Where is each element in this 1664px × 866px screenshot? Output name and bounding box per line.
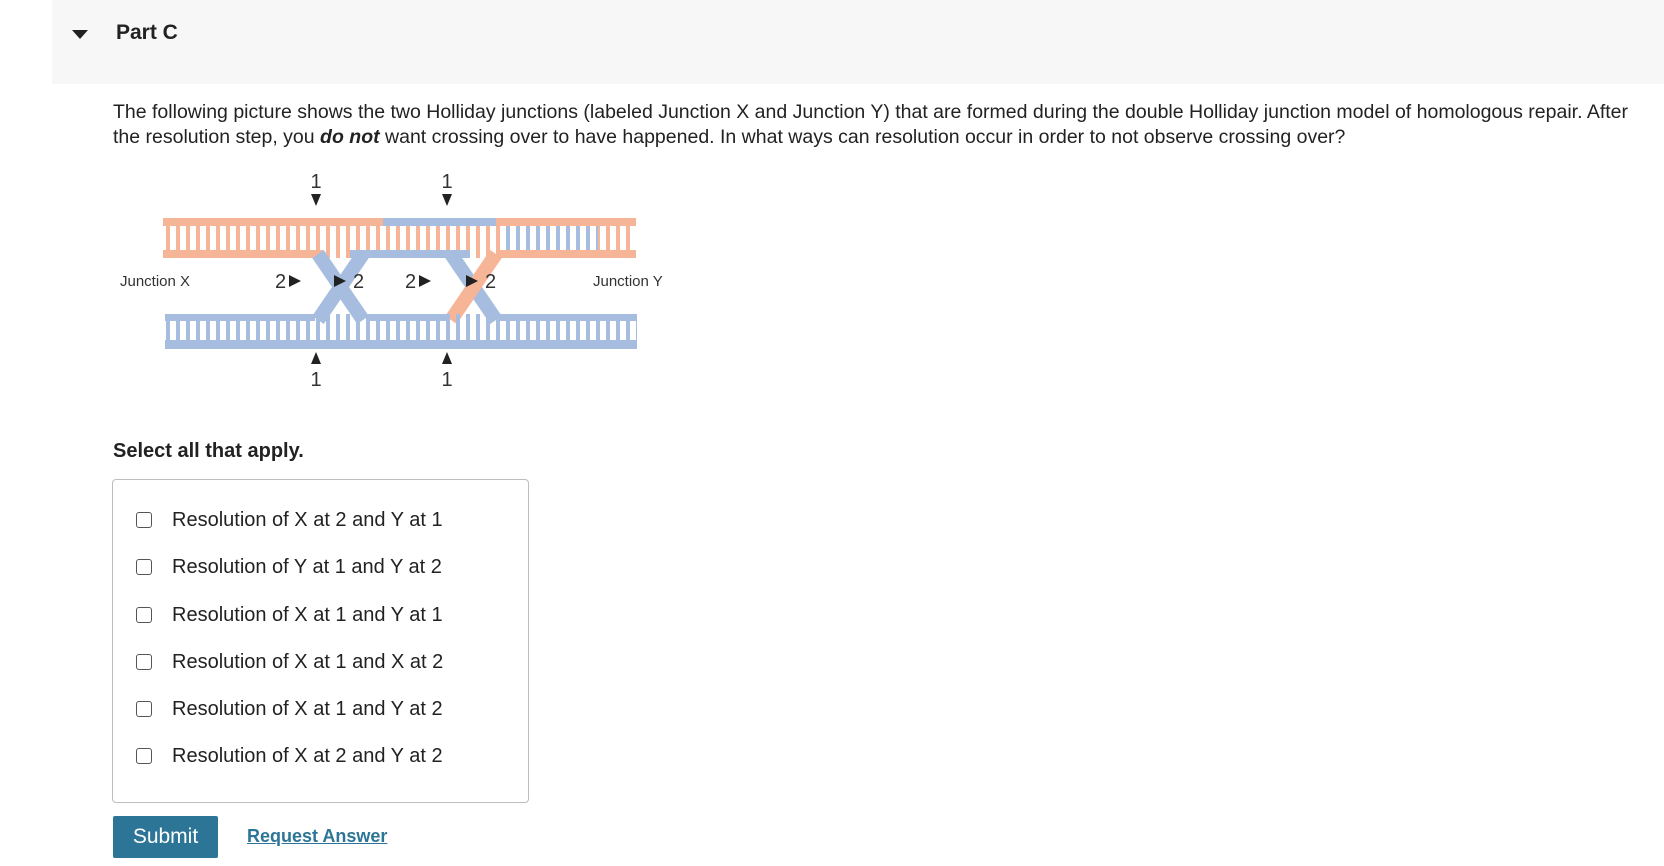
question-text: The following picture shows the two Holl… (113, 100, 1653, 150)
svg-text:2: 2 (485, 271, 496, 293)
checkbox[interactable] (136, 559, 152, 575)
site-1-bottom-y: 1 (441, 352, 453, 391)
svg-text:1: 1 (441, 171, 452, 193)
site-2-y-right: 2 (466, 271, 496, 293)
svg-text:2: 2 (353, 271, 364, 293)
option-label: Resolution of X at 1 and Y at 1 (172, 603, 443, 626)
option-label: Resolution of X at 2 and Y at 1 (172, 508, 443, 531)
option-3[interactable]: Resolution of X at 1 and Y at 1 (136, 600, 443, 630)
site-2-x-left: 2 (275, 271, 301, 293)
question-emphasis: do not (320, 126, 380, 148)
part-header: Part C (52, 0, 1664, 84)
junction-x-label: Junction X (120, 273, 190, 290)
junction-x-crossover (312, 250, 369, 324)
option-5[interactable]: Resolution of X at 1 and Y at 2 (136, 694, 443, 724)
site-2-y-left: 2 (405, 271, 431, 293)
option-label: Resolution of Y at 1 and Y at 2 (172, 555, 442, 578)
top-duplex (163, 218, 636, 258)
svg-text:1: 1 (310, 369, 321, 391)
checkbox[interactable] (136, 607, 152, 623)
question-text-before: The following picture shows the two Holl… (113, 101, 1629, 148)
question-text-after: want crossing over to have happened. In … (379, 126, 1346, 148)
bottom-duplex (165, 314, 637, 349)
checkbox[interactable] (136, 701, 152, 717)
option-6[interactable]: Resolution of X at 2 and Y at 2 (136, 741, 443, 771)
site-1-top-x: 1 (310, 171, 322, 206)
submit-button[interactable]: Submit (113, 816, 218, 858)
option-4[interactable]: Resolution of X at 1 and X at 2 (136, 647, 443, 677)
select-all-label: Select all that apply. (113, 440, 304, 462)
option-label: Resolution of X at 1 and X at 2 (172, 650, 444, 673)
site-1-bottom-x: 1 (310, 352, 322, 391)
svg-text:2: 2 (275, 271, 286, 293)
site-1-top-y: 1 (441, 171, 453, 206)
junction-y-crossover (445, 250, 502, 324)
part-title: Part C (116, 21, 178, 44)
request-answer-link[interactable]: Request Answer (247, 826, 388, 846)
svg-text:1: 1 (310, 171, 321, 193)
svg-text:2: 2 (405, 271, 416, 293)
option-label: Resolution of X at 2 and Y at 2 (172, 744, 443, 767)
site-2-x-right: 2 (334, 271, 364, 293)
option-2[interactable]: Resolution of Y at 1 and Y at 2 (136, 552, 442, 582)
svg-text:1: 1 (441, 369, 452, 391)
checkbox[interactable] (136, 654, 152, 670)
checkbox[interactable] (136, 512, 152, 528)
holliday-junction-diagram: 1 1 1 1 2 2 2 2 Junction X Junction Y (120, 171, 663, 391)
options-group: Resolution of X at 2 and Y at 1 Resoluti… (112, 479, 529, 803)
option-1[interactable]: Resolution of X at 2 and Y at 1 (136, 505, 443, 535)
junction-y-label: Junction Y (593, 273, 663, 290)
caret-down-icon[interactable] (72, 30, 88, 39)
option-label: Resolution of X at 1 and Y at 2 (172, 697, 443, 720)
checkbox[interactable] (136, 748, 152, 764)
